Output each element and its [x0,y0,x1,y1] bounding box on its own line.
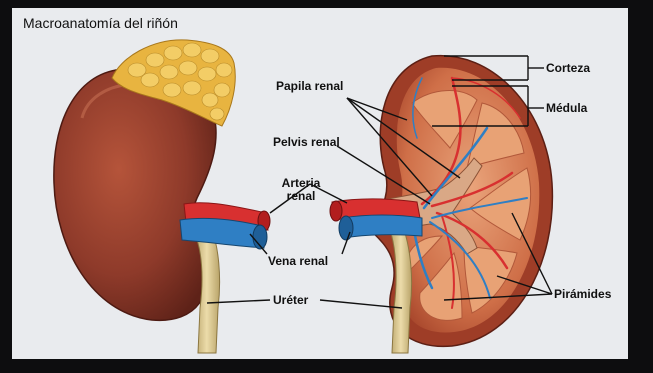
label-corteza: Corteza [546,62,590,75]
page-title: Macroanatomía del riñón [23,15,178,31]
label-pelvis-renal: Pelvis renal [273,136,340,149]
label-medula: Médula [546,102,587,115]
screen: Macroanatomía del riñón Papila renal Pel… [12,8,628,359]
label-ureter: Uréter [273,294,308,307]
label-arteria-renal: Arteria renal [276,177,326,203]
label-papila-renal: Papila renal [276,80,343,93]
label-vena-renal: Vena renal [268,255,328,268]
right-renal-vein [342,215,422,238]
label-arteria-line2: renal [287,189,316,203]
label-arteria-line1: Arteria [282,176,321,190]
label-piramides: Pirámides [554,288,611,301]
